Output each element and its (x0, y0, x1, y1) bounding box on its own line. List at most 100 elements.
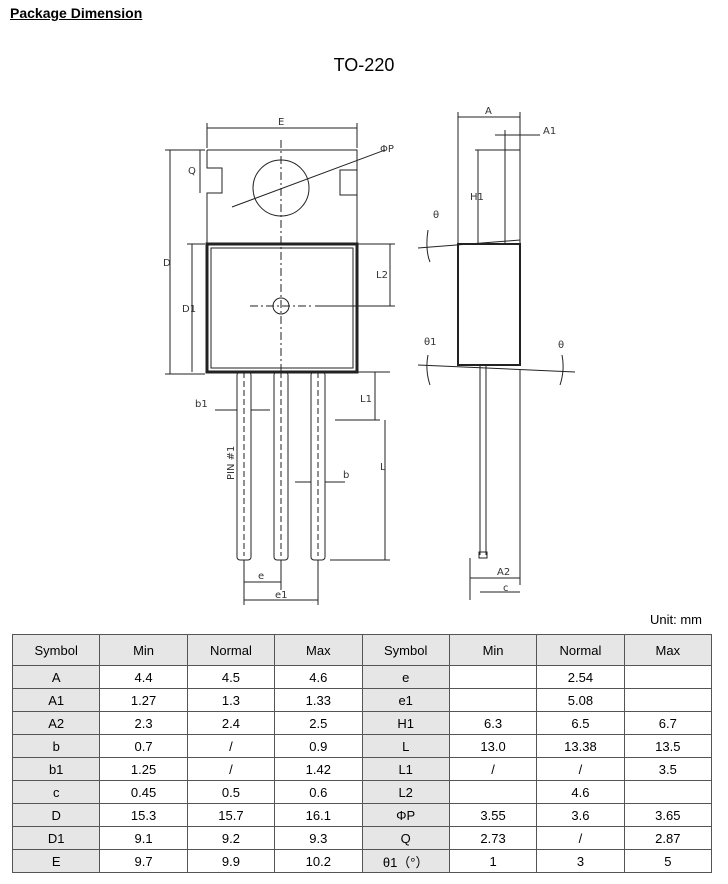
symbol-cell: A2 (11, 711, 101, 735)
dim-label-A: A (485, 106, 492, 117)
symbol-cell: D1 (11, 826, 101, 850)
dim-label-H1: H1 (470, 192, 484, 203)
value-cell (448, 688, 538, 712)
value-cell: 0.7 (99, 734, 188, 758)
symbol-cell: L (361, 734, 450, 758)
symbol-cell: L1 (361, 757, 450, 781)
value-cell: 2.87 (623, 826, 713, 850)
value-cell: 2.3 (99, 711, 188, 735)
value-cell (623, 688, 713, 712)
symbol-cell: H1 (361, 711, 450, 735)
dim-label-b: b (343, 470, 349, 481)
dim-label-theta1-right: θ (558, 340, 564, 351)
dim-label-c: c (503, 583, 509, 594)
value-cell: 5 (623, 849, 713, 873)
value-cell: / (536, 757, 625, 781)
value-cell: 1.27 (99, 688, 188, 712)
value-cell: 3.6 (536, 803, 625, 827)
dim-label-theta: θ (433, 210, 439, 221)
value-cell: 13.38 (536, 734, 625, 758)
value-cell: 15.3 (99, 803, 188, 827)
side-tab (504, 149, 521, 245)
symbol-cell: A1 (11, 688, 101, 712)
value-cell: 2.5 (274, 711, 363, 735)
value-cell: 3 (536, 849, 625, 873)
table-header-row: Symbol Min Normal Max Symbol Min Normal … (11, 634, 713, 666)
dim-label-D1: D1 (182, 304, 196, 315)
value-cell: 2.73 (448, 826, 538, 850)
value-cell: 10.2 (274, 849, 363, 873)
symbol-cell: e1 (361, 688, 450, 712)
symbol-cell: D (11, 803, 101, 827)
header-min-left: Min (99, 634, 188, 666)
symbol-cell: ΦP (361, 803, 450, 827)
value-cell: 0.6 (274, 780, 363, 804)
header-normal-right: Normal (536, 634, 625, 666)
value-cell (623, 665, 713, 689)
symbol-cell: b (11, 734, 101, 758)
dim-label-theta1-left: θ1 (424, 337, 436, 348)
value-cell: 3.65 (623, 803, 713, 827)
value-cell: 1.3 (186, 688, 276, 712)
dim-label-P: ΦP (380, 144, 394, 155)
value-cell: 4.6 (274, 665, 363, 689)
unit-label: Unit: mm (650, 612, 702, 627)
value-cell: 13.5 (623, 734, 713, 758)
dimension-table: Symbol Min Normal Max Symbol Min Normal … (11, 634, 713, 873)
symbol-cell: e (361, 665, 450, 689)
symbol-cell: E (11, 849, 101, 873)
value-cell (623, 780, 713, 804)
package-title: TO-220 (333, 55, 395, 75)
value-cell: 6.5 (536, 711, 625, 735)
dim-label-Q: Q (188, 166, 196, 177)
body-outline (205, 242, 359, 374)
dim-label-e: e (258, 571, 264, 582)
dim-label-A2: A2 (497, 567, 510, 578)
value-cell: 6.7 (623, 711, 713, 735)
value-cell: 5.08 (536, 688, 625, 712)
dim-label-E: E (278, 117, 284, 128)
value-cell: 1.42 (274, 757, 363, 781)
value-cell: / (186, 734, 276, 758)
value-cell: 4.5 (186, 665, 276, 689)
value-cell: 2.54 (536, 665, 625, 689)
value-cell: 9.3 (274, 826, 363, 850)
symbol-cell: Q (361, 826, 450, 850)
value-cell: 3.55 (448, 803, 538, 827)
value-cell (448, 780, 538, 804)
symbol-cell: b1 (11, 757, 101, 781)
dim-label-L2: L2 (376, 270, 388, 281)
value-cell: 6.3 (448, 711, 538, 735)
value-cell: / (186, 757, 276, 781)
value-cell: 4.6 (536, 780, 625, 804)
value-cell: 0.5 (186, 780, 276, 804)
symbol-cell: A (11, 665, 101, 689)
value-cell: 16.1 (274, 803, 363, 827)
header-max-right: Max (623, 634, 713, 666)
value-cell: 9.7 (99, 849, 188, 873)
header-symbol-left: Symbol (11, 634, 101, 666)
value-cell: 15.7 (186, 803, 276, 827)
value-cell: 13.0 (448, 734, 538, 758)
value-cell: 0.9 (274, 734, 363, 758)
value-cell: 3.5 (623, 757, 713, 781)
value-cell: 9.9 (186, 849, 276, 873)
value-cell: 1.33 (274, 688, 363, 712)
header-min-right: Min (448, 634, 538, 666)
pin-1-label: PIN #1 (226, 446, 237, 480)
package-drawing: E ΦP Q D D1 L2 b1 L1 L b e e1 PIN #1 A A… (163, 106, 576, 605)
dim-label-L: L (380, 462, 386, 473)
symbol-cell: c (11, 780, 101, 804)
value-cell: / (448, 757, 538, 781)
symbol-cell: θ1（°） (361, 849, 450, 873)
tab-outline (206, 149, 358, 245)
value-cell: 0.45 (99, 780, 188, 804)
header-symbol-right: Symbol (361, 634, 450, 666)
